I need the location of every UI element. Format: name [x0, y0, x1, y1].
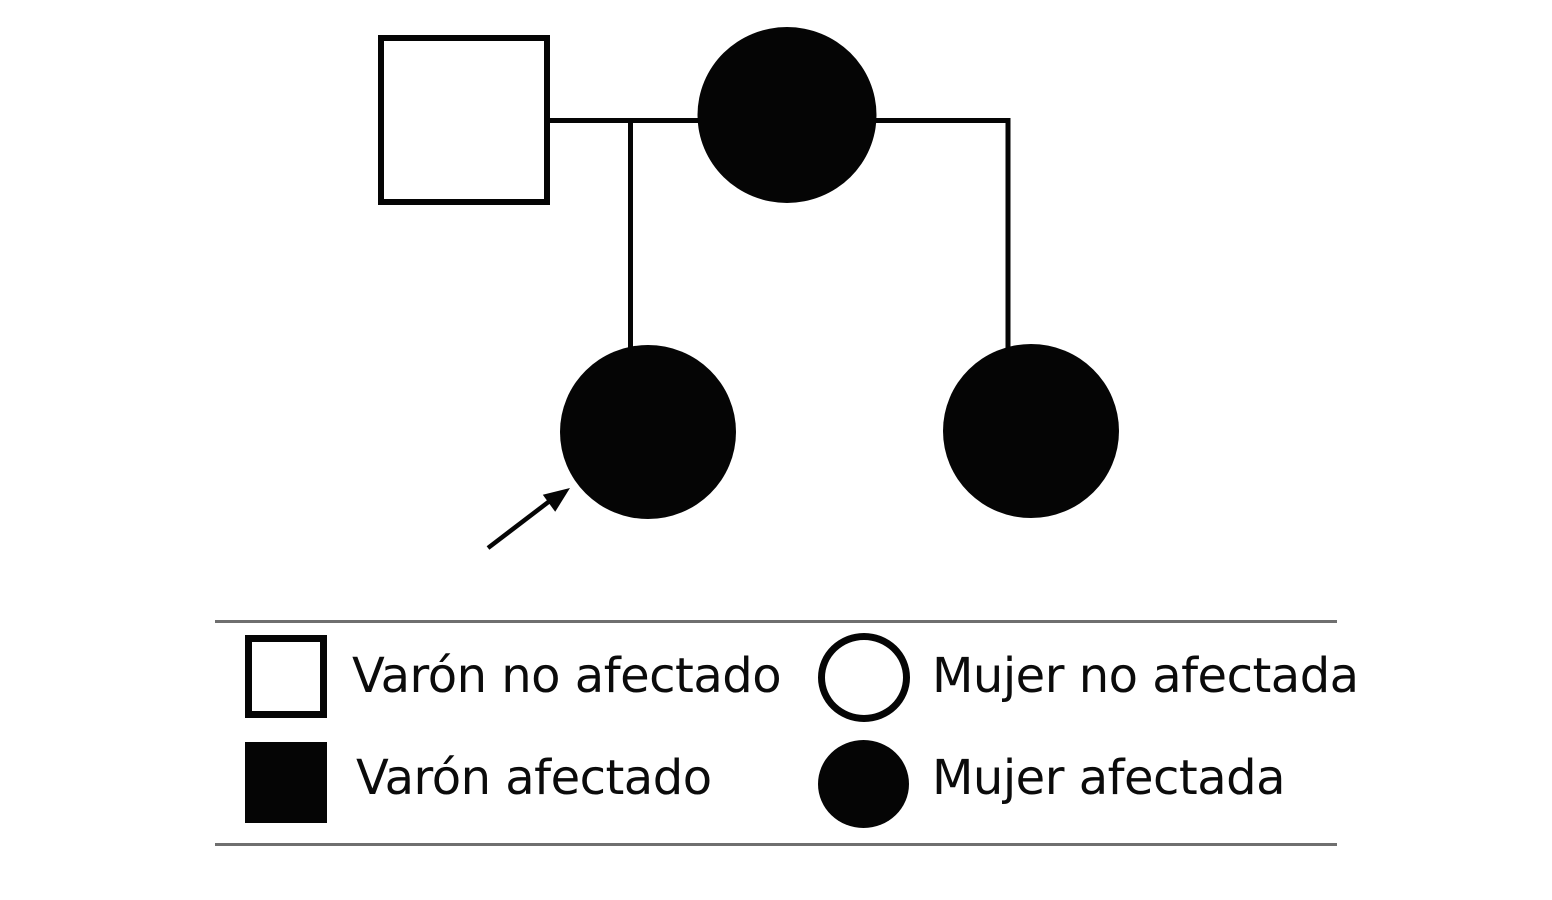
legend-label-mujer-afectada: Mujer afectada: [932, 750, 1286, 806]
legend-square-filled-icon: [245, 742, 327, 823]
daughter-right-affected-female-circle: [943, 344, 1119, 518]
daughter-left-affected-female-circle: [560, 345, 736, 519]
legend-square-open-icon: [245, 635, 327, 718]
proband-arrow-icon: [486, 488, 570, 550]
legend-circle-filled-icon: [818, 740, 909, 828]
legend-label-varon-afectado: Varón afectado: [356, 750, 712, 806]
legend-rule-top: [215, 620, 1337, 623]
legend-label-mujer-no-afectada: Mujer no afectada: [932, 648, 1359, 704]
legend-rule-bottom: [215, 843, 1337, 846]
legend-circle-open-icon: [818, 633, 910, 722]
legend-label-varon-no-afectado: Varón no afectado: [352, 648, 782, 704]
mother-affected-female-circle: [697, 27, 877, 203]
father-unaffected-male-square: [378, 35, 550, 205]
